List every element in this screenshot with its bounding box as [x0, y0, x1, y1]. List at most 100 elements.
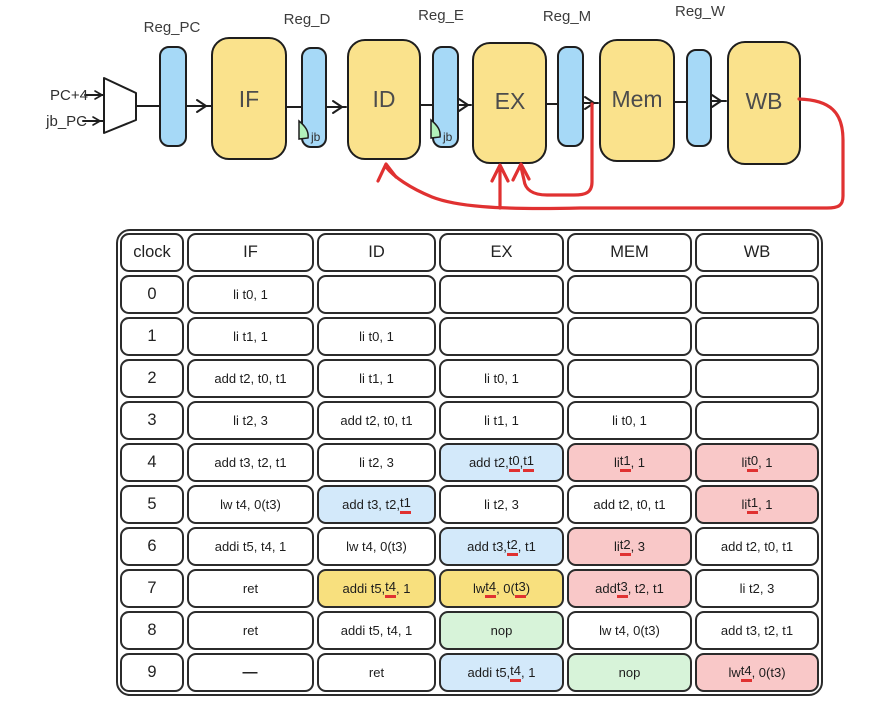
stage-cell: li t1, 1 — [317, 359, 436, 398]
stage-cell: li t1, 1 — [187, 317, 314, 356]
arrowhead-if — [196, 99, 207, 113]
hazard-register: t4 — [510, 663, 522, 682]
hazard-register: t1 — [399, 495, 411, 514]
clock-cell: 9 — [120, 653, 184, 692]
stage-cell — [439, 275, 564, 314]
hazard-register: t4 — [740, 663, 752, 682]
pc-mux — [103, 77, 137, 134]
reg-w-label: Reg_W — [675, 3, 726, 20]
stage-cell: li t0, 1 — [695, 443, 819, 482]
stage-wb-label: WB — [745, 88, 782, 114]
pipeline-stages — [211, 37, 801, 165]
stage-cell: lw t4, 0(t3) — [187, 485, 314, 524]
stage-cell: li t1, 1 — [695, 485, 819, 524]
wires — [82, 90, 727, 126]
stage-cell: add t2, t0, t1 — [567, 485, 692, 524]
arrowhead-jbpc — [92, 116, 101, 126]
clock-cell: 4 — [120, 443, 184, 482]
stage-mem-box — [599, 39, 675, 162]
stage-cell — [567, 317, 692, 356]
stage-cell: addi t5, t4, 1 — [187, 527, 314, 566]
stage-cell: — — [187, 653, 314, 692]
stage-cell: add t2, t0, t1 — [187, 359, 314, 398]
jb-flag-icon — [298, 119, 309, 140]
stage-cell: li t2, 3 — [187, 401, 314, 440]
hazard-register: t3 — [514, 579, 526, 598]
stage-if-box — [211, 37, 287, 160]
pipeline-registers — [159, 46, 712, 148]
stage-cell: li t1, 1 — [567, 443, 692, 482]
hazard-register: t4 — [385, 579, 397, 598]
stage-cell: add t3, t2, t1 — [187, 443, 314, 482]
stage-cell — [439, 317, 564, 356]
hazard-register: t1 — [619, 453, 631, 472]
stage-mem-label: Mem — [611, 86, 662, 112]
arrowhead-id — [332, 100, 343, 114]
stage-cell — [695, 317, 819, 356]
arrowhead-mem — [584, 96, 595, 110]
stage-cell: addi t5, t4, 1 — [317, 611, 436, 650]
header-ex: EX — [439, 233, 564, 272]
hazard-register: t1 — [523, 453, 535, 472]
stage-cell: lw t4, 0(t3) — [317, 527, 436, 566]
input-label-pc4: PC+4 — [50, 87, 88, 104]
hazard-register: t1 — [747, 495, 759, 514]
header-if: IF — [187, 233, 314, 272]
mux-shape — [103, 77, 137, 134]
red-arrowhead-ex-left — [490, 163, 510, 183]
arrowhead-wb — [711, 94, 722, 108]
clock-cell: 2 — [120, 359, 184, 398]
jb-flags — [298, 118, 441, 140]
stage-cell — [567, 275, 692, 314]
stage-cell: ret — [317, 653, 436, 692]
stage-cell: lw t4, 0(t3) — [567, 611, 692, 650]
reg-m-label: Reg_M — [543, 8, 591, 25]
stage-cell — [695, 275, 819, 314]
stage-cell: li t2, 3 — [567, 527, 692, 566]
jb-flag-icon — [430, 118, 441, 139]
stage-cell: ret — [187, 569, 314, 608]
stage-wb-box — [727, 41, 801, 165]
stage-cell: li t0, 1 — [439, 359, 564, 398]
input-label-jbpc: jb_PC — [45, 113, 87, 130]
clock-cell: 8 — [120, 611, 184, 650]
stage-ex-box — [472, 42, 547, 164]
stage-cell: nop — [567, 653, 692, 692]
stage-cell: lw t4, 0(t3) — [439, 569, 564, 608]
stage-cell: addi t5, t4, 1 — [439, 653, 564, 692]
arrowhead-pc4 — [94, 90, 103, 100]
reg-m-register — [557, 46, 584, 147]
header-mem: MEM — [567, 233, 692, 272]
jb-flag-label: jb — [442, 130, 453, 144]
reg-pc-label: Reg_PC — [144, 19, 201, 36]
reg-d-register — [301, 47, 327, 148]
stage-cell: add t2, t0, t1 — [695, 527, 819, 566]
stage-ex-label: EX — [495, 88, 526, 114]
reg-w-register — [686, 49, 712, 147]
stage-if-label: IF — [239, 86, 259, 112]
mem-forward-path — [519, 102, 594, 197]
reg-pc-register — [159, 46, 187, 147]
pipeline-diagram: PC+4 jb_PC Reg_PC Reg_D Reg_E Reg_M Reg_… — [45, 3, 845, 211]
hazard-register: t2 — [619, 537, 631, 556]
stage-cell: add t3, t2, t1 — [567, 569, 692, 608]
stage-cell: add t3, t2, t1 — [317, 485, 436, 524]
hazard-register: t0 — [508, 453, 520, 472]
reg-d-label: Reg_D — [284, 11, 331, 28]
wb-feedback-path — [384, 97, 845, 211]
stage-cell: li t2, 3 — [695, 569, 819, 608]
stage-cell: li t0, 1 — [187, 275, 314, 314]
clock-cell: 5 — [120, 485, 184, 524]
stage-cell: lw t4, 0(t3) — [695, 653, 819, 692]
hazard-register: t2 — [506, 537, 518, 556]
stage-cell: li t2, 3 — [439, 485, 564, 524]
hazard-register: t0 — [747, 453, 759, 472]
stage-id-label: ID — [373, 86, 396, 112]
stage-cell: add t2, t0, t1 — [439, 443, 564, 482]
stage-cell: li t1, 1 — [439, 401, 564, 440]
reg-e-register — [432, 46, 459, 148]
stage-cell: add t3, t2, t1 — [695, 611, 819, 650]
reg-e-label: Reg_E — [418, 7, 464, 24]
